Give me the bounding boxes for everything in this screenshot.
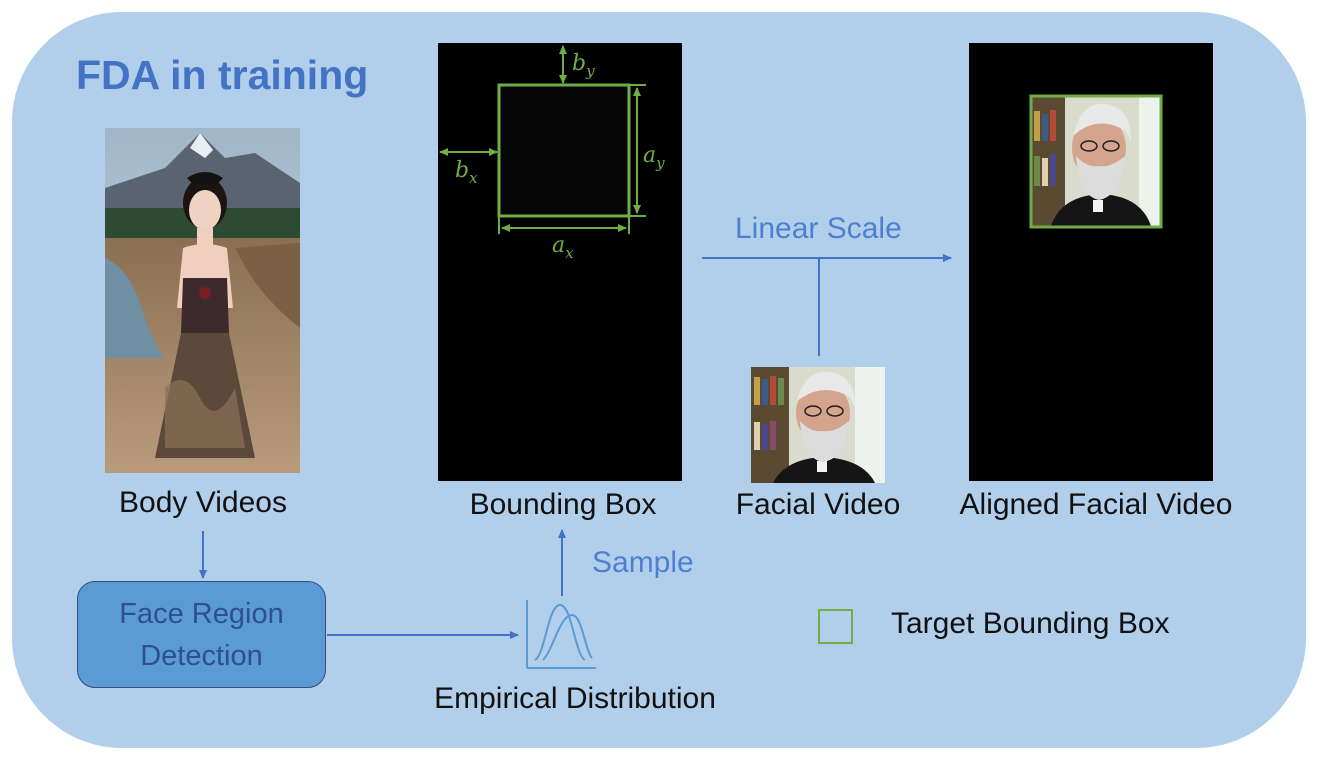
ax-label: ax — [552, 233, 574, 262]
aligned-facial-video-label: Aligned Facial Video — [959, 488, 1233, 521]
face-region-detection-box: Face Region Detection — [77, 581, 326, 688]
linear-scale-label: Linear Scale — [735, 212, 902, 245]
ay-label: ay — [643, 143, 665, 172]
legend-swatch — [818, 609, 853, 644]
body-video-image — [105, 128, 300, 473]
bounding-box-label: Bounding Box — [469, 488, 657, 521]
facial-video-label: Facial Video — [735, 488, 901, 521]
legend-label: Target Bounding Box — [891, 607, 1170, 640]
target-bounding-box — [497, 83, 631, 218]
distribution-icon — [526, 600, 596, 669]
aligned-face-image — [1031, 96, 1161, 226]
sample-label: Sample — [592, 546, 694, 579]
detection-line-1: Face Region — [119, 597, 284, 630]
by-label: by — [572, 51, 595, 80]
body-videos-label: Body Videos — [119, 486, 287, 519]
aligned-target-box — [1029, 94, 1163, 229]
facial-video-image — [751, 367, 885, 483]
empirical-distribution-label: Empirical Distribution — [434, 682, 716, 715]
diagram-title: FDA in training — [76, 52, 369, 98]
bx-label: bx — [455, 158, 478, 187]
detection-line-2: Detection — [140, 639, 263, 672]
